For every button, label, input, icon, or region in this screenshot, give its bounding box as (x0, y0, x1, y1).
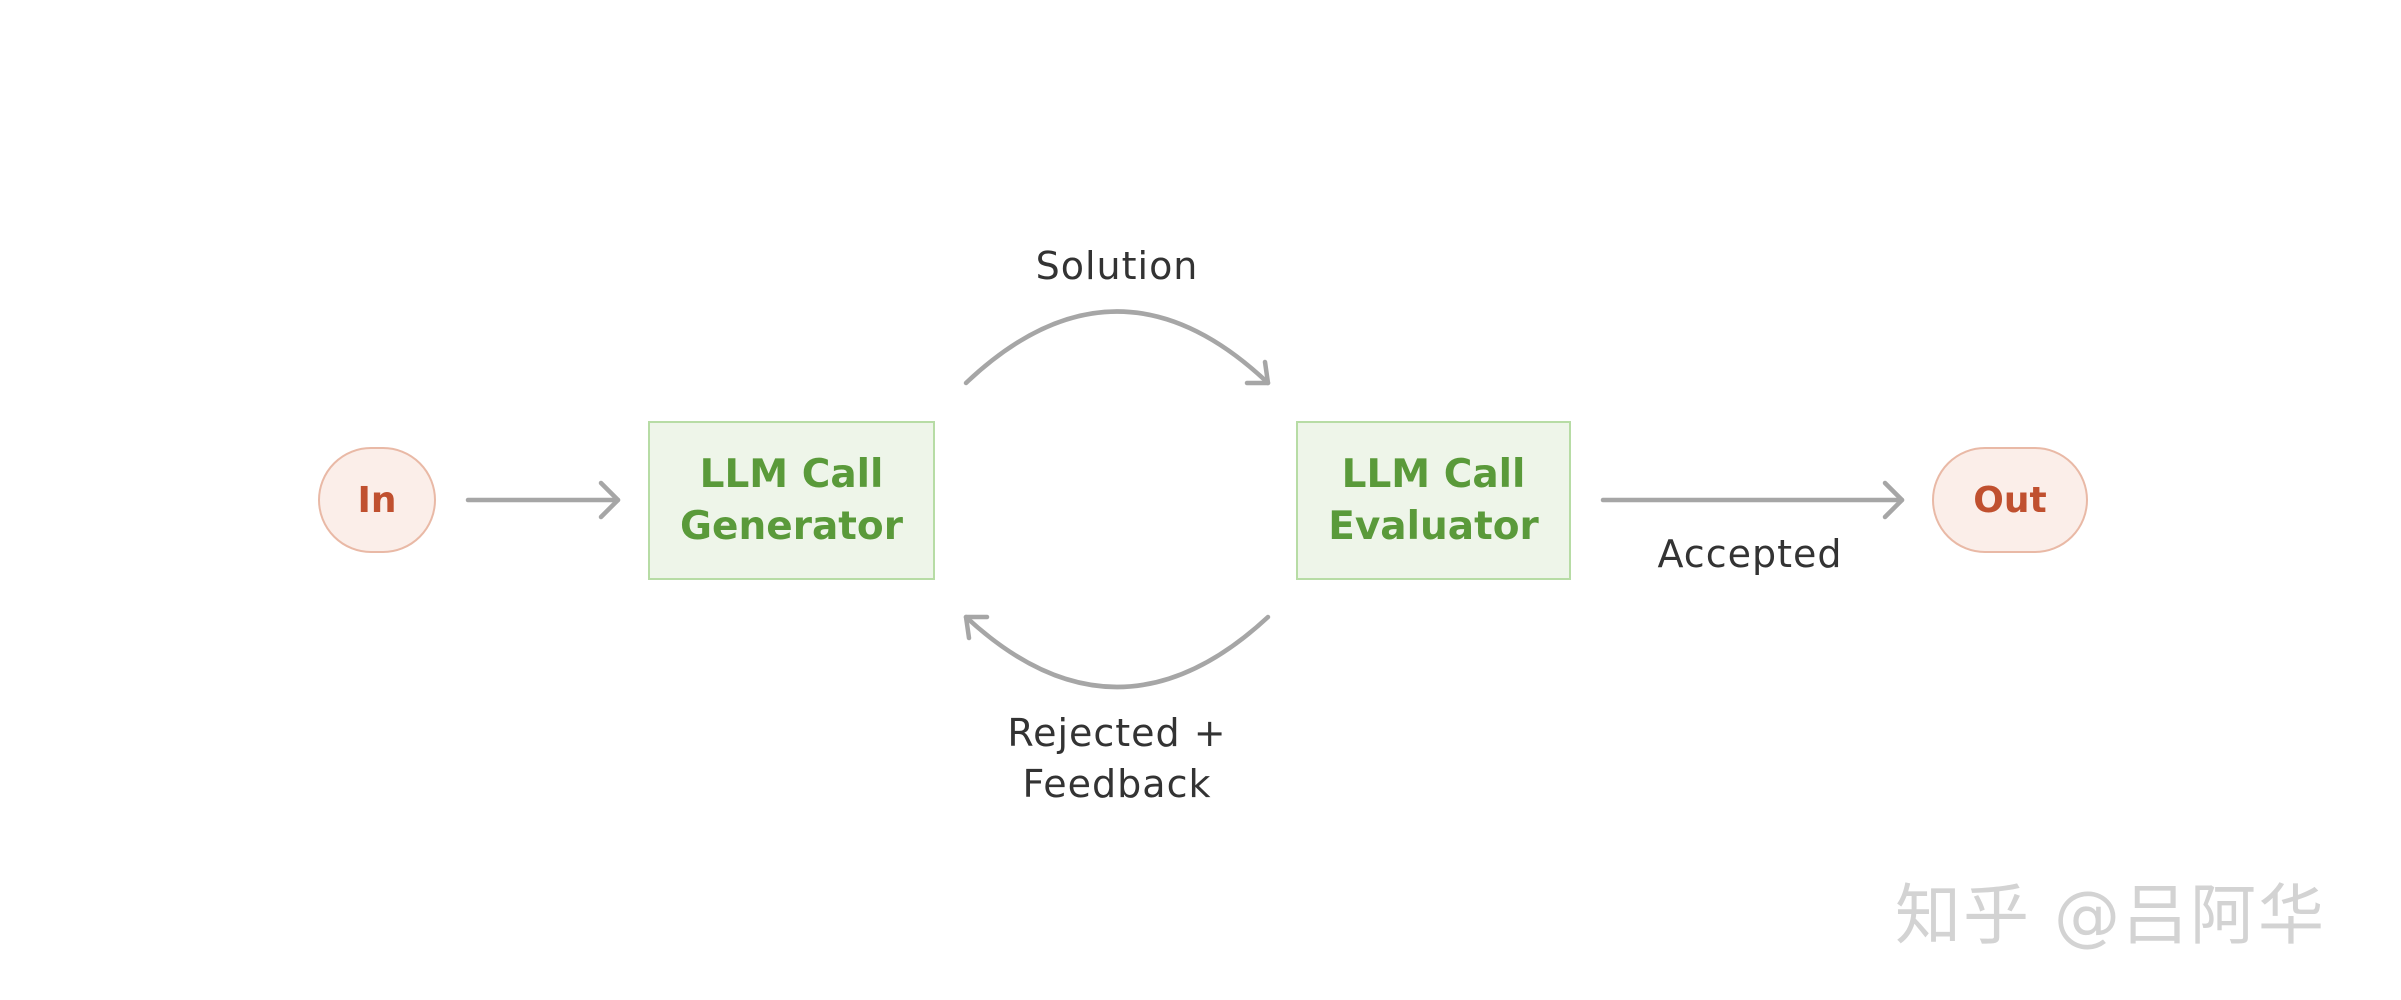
generator-subtitle: Generator (680, 503, 903, 549)
evaluator-node: LLM Call Evaluator (1296, 421, 1571, 580)
in-node-label: In (357, 479, 397, 521)
rejected-feedback-label: Rejected + Feedback (967, 708, 1267, 810)
solution-arrow (963, 309, 1271, 386)
watermark: 知乎 @吕阿华 (1895, 877, 2326, 954)
solution-label: Solution (1035, 244, 1199, 288)
out-node: Out (1932, 447, 2088, 553)
feedback-arrow (963, 614, 1271, 690)
generator-node: LLM Call Generator (648, 421, 935, 580)
in-node: In (318, 447, 436, 553)
evaluator-title: LLM Call (1341, 451, 1526, 497)
evaluator-to-out-arrow (1600, 480, 1905, 520)
evaluator-subtitle: Evaluator (1328, 503, 1539, 549)
feedback-label: Feedback (1022, 762, 1212, 806)
out-node-label: Out (1973, 479, 2047, 521)
in-to-generator-arrow (465, 480, 621, 520)
rejected-label: Rejected + (1007, 711, 1227, 755)
generator-title: LLM Call (699, 451, 884, 497)
accepted-label: Accepted (1657, 532, 1843, 576)
